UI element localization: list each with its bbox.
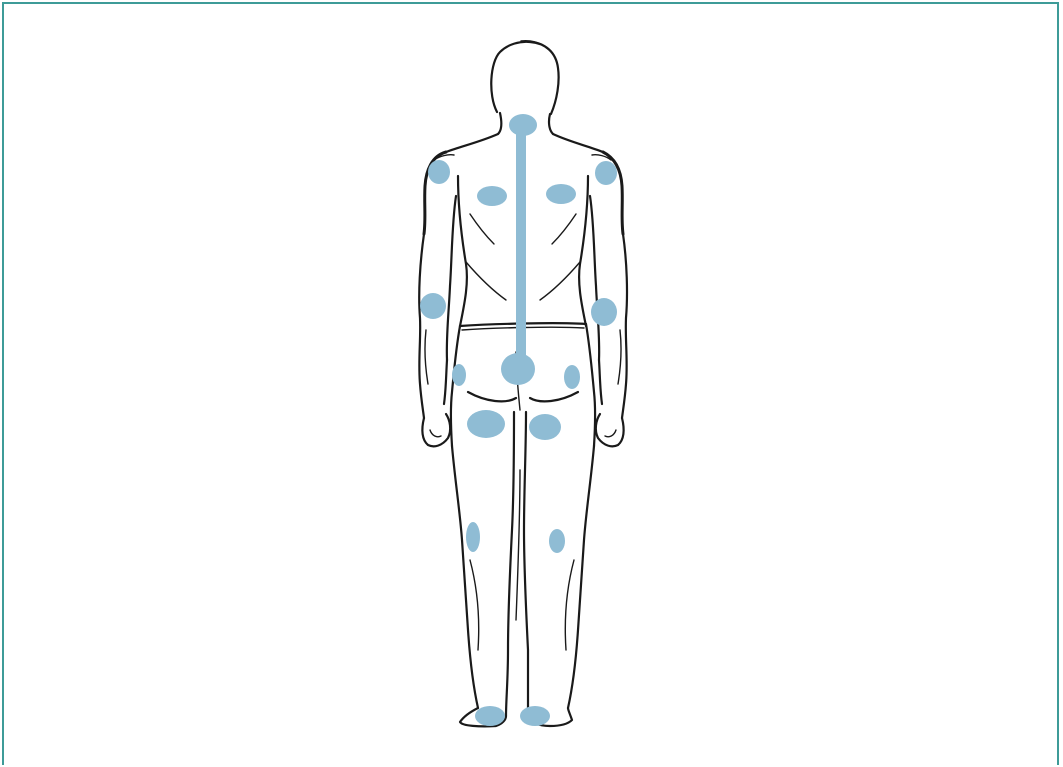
right-heel-marker [520,706,550,726]
right-shoulder-blade-marker [546,184,576,204]
right-elbow-marker [591,298,617,326]
left-hand-outline [422,414,450,446]
right-buttock-marker [529,414,561,440]
left-buttock-marker [467,410,505,438]
lower-back-marker [501,353,535,385]
right-shoulder-marker [595,161,617,185]
right-knee-marker [549,529,565,553]
spine-marker [516,122,526,367]
neck-marker [509,114,537,136]
left-heel-marker [475,706,505,726]
neck-outline [498,113,501,134]
left-hip-marker [452,364,466,386]
left-elbow-marker [420,293,446,319]
right-hand-outline [596,414,624,446]
left-knee-marker [466,522,480,552]
right-hip-marker [564,365,580,389]
left-shoulder-marker [428,160,450,184]
head-outline [491,42,558,114]
left-shoulder-blade-marker [477,186,507,206]
